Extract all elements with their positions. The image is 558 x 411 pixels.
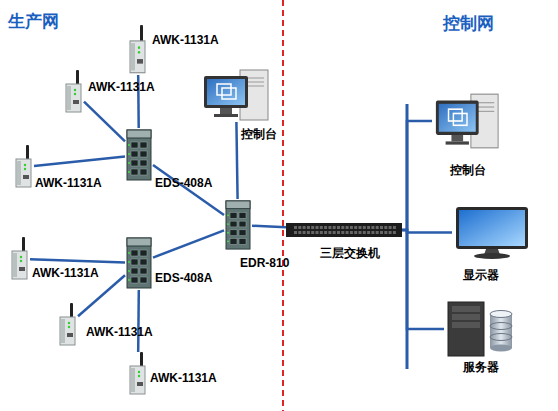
device-label: AWK-1131A xyxy=(32,266,99,280)
device-node: AWK-1131A xyxy=(128,25,148,75)
device-icon xyxy=(125,236,153,290)
device-icon xyxy=(14,145,34,189)
device-node: AWK-1131A xyxy=(58,303,78,347)
network-link xyxy=(402,230,444,329)
device-node: 控制台 xyxy=(432,92,502,150)
device-icon xyxy=(58,303,78,347)
device-label: 控制台 xyxy=(450,163,486,177)
device-icon xyxy=(128,352,148,396)
device-icon xyxy=(452,205,532,260)
network-title: 生产网 xyxy=(8,12,59,32)
device-icon xyxy=(128,25,148,75)
network-link xyxy=(84,102,125,142)
network-divider xyxy=(282,0,284,411)
device-node: AWK-1131A xyxy=(128,352,148,396)
device-icon xyxy=(125,128,153,182)
device-node: 显示器 xyxy=(452,205,532,260)
device-node: AWK-1131A xyxy=(10,237,30,281)
device-label: 控制台 xyxy=(241,127,277,141)
device-node: EDS-408A xyxy=(125,236,153,290)
network-link xyxy=(78,275,125,316)
device-label: 服务器 xyxy=(463,360,499,374)
device-label: EDS-408A xyxy=(155,176,212,190)
network-link xyxy=(236,122,237,199)
device-label: 显示器 xyxy=(463,268,499,282)
device-node: AWK-1131A xyxy=(14,145,34,189)
device-node: EDR-810 xyxy=(224,199,252,251)
network-link xyxy=(153,165,224,215)
device-node: 三层交换机 xyxy=(286,223,402,237)
device-icon xyxy=(200,68,272,122)
device-icon xyxy=(432,92,502,150)
device-label: AWK-1131A xyxy=(152,33,219,47)
network-link xyxy=(153,230,224,257)
network-link xyxy=(34,157,125,167)
device-label: AWK-1131A xyxy=(88,80,155,94)
device-icon xyxy=(224,199,252,251)
device-label: AWK-1131A xyxy=(35,176,102,190)
device-node: 控制台 xyxy=(200,68,272,122)
device-icon xyxy=(10,237,30,281)
device-icon xyxy=(444,300,516,358)
device-label: EDR-810 xyxy=(240,256,289,270)
network-link xyxy=(30,259,125,262)
device-label: AWK-1131A xyxy=(150,371,217,385)
device-label: 三层交换机 xyxy=(320,246,380,260)
device-icon xyxy=(64,70,84,114)
device-node: EDS-408A xyxy=(125,128,153,182)
network-link xyxy=(402,121,432,230)
device-label: EDS-408A xyxy=(155,271,212,285)
network-title: 控制网 xyxy=(443,14,494,34)
network-link xyxy=(252,226,286,228)
device-node: AWK-1131A xyxy=(64,70,84,114)
network-link xyxy=(137,290,140,352)
device-label: AWK-1131A xyxy=(86,325,153,339)
device-node: 服务器 xyxy=(444,300,516,358)
network-link xyxy=(402,230,452,233)
device-icon xyxy=(286,223,402,237)
